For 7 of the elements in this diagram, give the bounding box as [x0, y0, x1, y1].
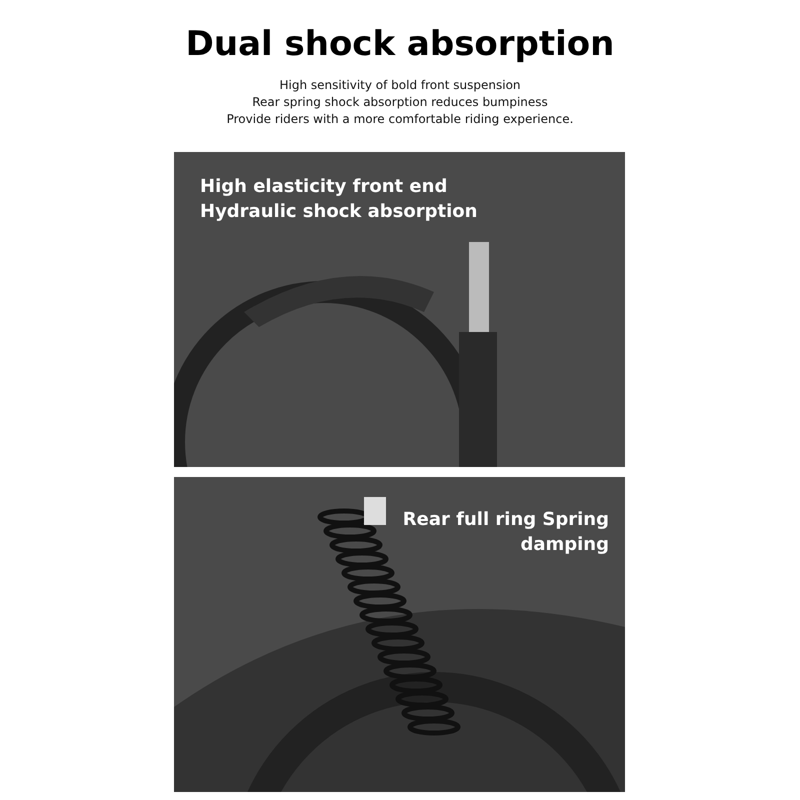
page-title: Dual shock absorption — [184, 24, 616, 64]
photo-panel — [174, 152, 625, 467]
subtitle-text: Rear spring shock absorption reduces bumpiness — [251, 95, 549, 109]
subtitle-text: Provide riders with a more comfortable riding experience. — [226, 112, 574, 126]
subtitle-text: High sensitivity of bold front suspension — [278, 78, 522, 92]
panel-caption: High elasticity front end Hydraulic shock absorption — [200, 175, 478, 224]
panel-caption: Rear full ring Spring damping — [402, 508, 609, 557]
